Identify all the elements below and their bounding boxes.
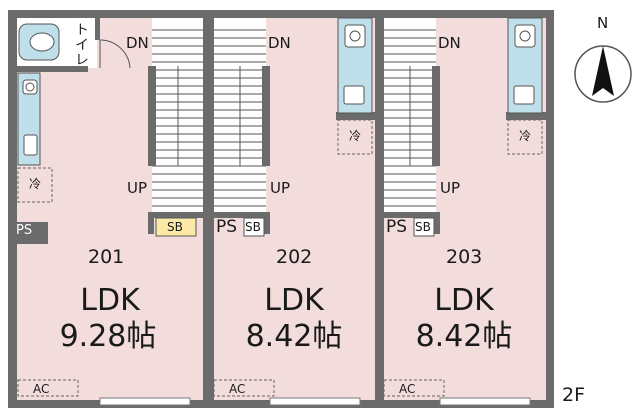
up-label-201: UP [127,179,148,197]
ps-label-203: PS [386,217,408,237]
stair-treads [152,29,436,207]
floor-label: 2F [562,384,586,406]
fridge-label-203: 冷 [519,129,532,143]
room-type-201: LDK [80,283,140,318]
window-201 [99,397,191,406]
up-label-202: UP [270,179,291,197]
compass-letter: N [597,14,609,32]
window-203 [439,397,531,406]
ps-label-201: PS [16,223,33,238]
ac-201 [17,379,79,397]
ac-label-202: AC [229,382,246,396]
sb-box-202 [243,217,265,237]
ac-label-203: AC [399,382,416,396]
area-201: 9.28帖 [59,319,157,354]
toilet-door [99,39,131,69]
up-label-203: UP [440,179,461,197]
compass [574,45,632,103]
ac-203 [383,379,445,397]
sb-box-203 [413,217,435,237]
fridge-space-201 [17,167,53,203]
ac-label-201: AC [33,382,50,396]
sb-label-201: SB [167,220,183,234]
dn-label-201: DN [126,34,149,52]
dn-label-202: DN [268,34,291,52]
window-202 [269,397,361,406]
unit-number-203: 203 [446,246,483,268]
fridge-space-203 [507,119,543,155]
ac-202 [213,379,275,397]
ps-label-202: PS [216,217,238,237]
sb-label-202: SB [245,220,261,234]
room-type-202: LDK [264,283,324,318]
unit-number-202: 202 [276,246,313,268]
unit-number-201: 201 [88,246,125,268]
room-type-203: LDK [434,283,494,318]
sb-box-201 [155,217,197,237]
fridge-space-202 [337,119,373,155]
area-203: 8.42帖 [415,319,513,354]
area-202: 8.42帖 [245,319,343,354]
dn-label-203: DN [438,34,461,52]
fridge-label-201: 冷 [29,177,42,191]
sb-label-203: SB [415,220,431,234]
toilet-label: トイレ [73,22,89,67]
fridge-label-202: 冷 [349,129,362,143]
